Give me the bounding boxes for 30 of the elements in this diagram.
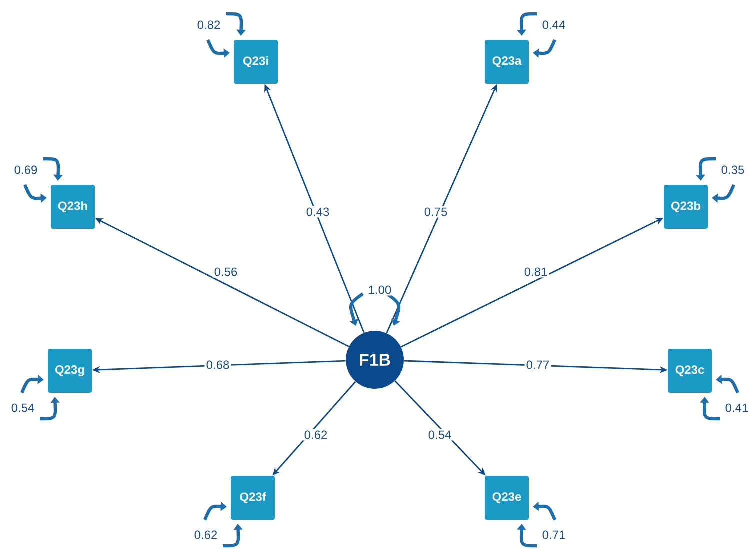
item-box: Q23a (485, 40, 529, 84)
curved-arrow (517, 524, 537, 548)
curved-arrow (700, 397, 720, 421)
item-box: Q23i (234, 40, 278, 84)
edge-label: 0.82 (196, 19, 222, 31)
edge-label: 0.44 (540, 19, 568, 31)
edge-label: 0.75 (422, 206, 450, 218)
curved-arrow (20, 374, 44, 394)
edge-label: 0.54 (426, 429, 454, 441)
item-box: Q23g (48, 349, 92, 393)
edge-label: 0.35 (720, 164, 746, 176)
edge-label: 0.41 (724, 402, 750, 414)
item-box: Q23f (231, 476, 275, 520)
edge-label: 0.56 (212, 266, 240, 278)
edge-label: 0.71 (540, 529, 568, 541)
edge-label: 1.00 (366, 284, 394, 296)
edge-label: 0.62 (302, 429, 330, 441)
item-box: Q23c (668, 349, 712, 393)
curved-arrow (386, 292, 401, 326)
edge-label: 0.54 (10, 402, 36, 414)
item-box: Q23h (51, 185, 95, 229)
item-box: Q23b (664, 185, 708, 229)
edge-label: 0.62 (192, 529, 220, 541)
item-box: Q23e (485, 476, 529, 520)
edge-label: 0.81 (522, 266, 550, 278)
edge-label: 0.77 (524, 359, 552, 371)
edge-label: 0.68 (204, 359, 232, 371)
edge-label: 0.43 (304, 206, 332, 218)
edge-label: 0.69 (12, 164, 40, 176)
curved-arrow (349, 292, 364, 326)
